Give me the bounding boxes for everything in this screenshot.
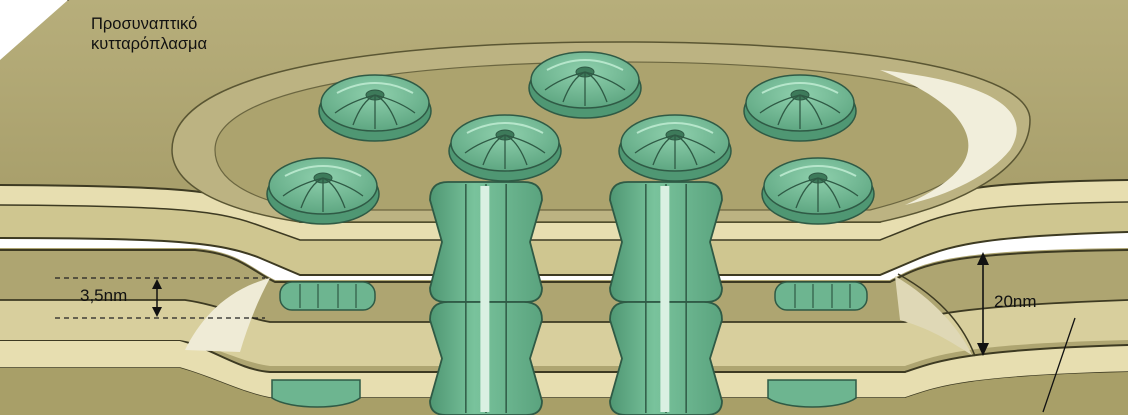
gap-connexon-left (280, 282, 375, 310)
cytoplasm-label: Προσυναπτικό κυτταρόπλασμα (91, 14, 207, 54)
crossing-channel-1 (430, 182, 542, 415)
cytoplasm-label-line1: Προσυναπτικό (91, 14, 207, 34)
gap-connexon-right (775, 282, 867, 310)
connexon-top-6 (267, 158, 379, 224)
bottom-connexon-right (768, 380, 856, 407)
crossing-channel-2 (610, 182, 722, 415)
connexon-top-5 (619, 115, 731, 181)
connexon-top-2 (319, 75, 431, 141)
gap-width-label: 20nm (994, 292, 1037, 312)
connexon-top-3 (744, 75, 856, 141)
bottom-connexon-left (272, 380, 360, 407)
connexon-top-7 (762, 158, 874, 224)
connexon-top-1 (529, 52, 641, 118)
cytoplasm-label-line2: κυτταρόπλασμα (91, 34, 207, 54)
thickness-label: 3,5nm (80, 286, 127, 306)
connexon-top-4 (449, 115, 561, 181)
